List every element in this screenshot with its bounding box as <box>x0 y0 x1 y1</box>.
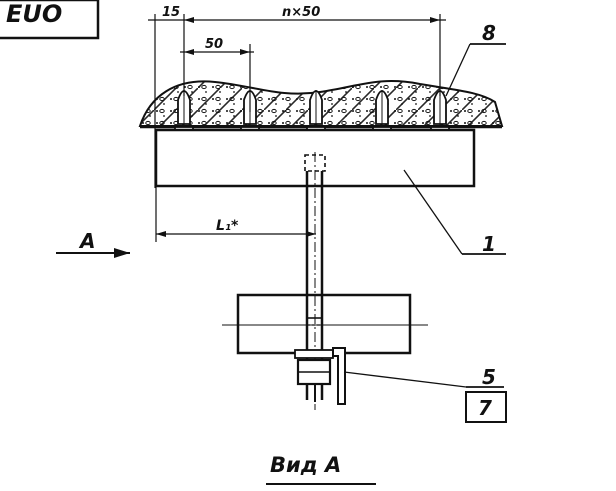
view-arrow <box>56 248 130 258</box>
stamp-text: EUO <box>6 0 62 28</box>
pipe-section <box>222 293 428 355</box>
view-caption: Вид А <box>270 453 341 477</box>
dim-length-label: L₁* <box>216 218 239 234</box>
dim-pitch-total-label: n×50 <box>282 5 320 20</box>
callout-item-5: 5 <box>482 365 496 389</box>
callout-item-1: 1 <box>482 232 496 256</box>
dim-edge-label: 15 <box>162 5 180 20</box>
callout-item-8: 8 <box>482 21 496 45</box>
callout-leaders <box>343 43 507 423</box>
title-stamp: EUO <box>0 0 100 40</box>
dim-pitch-label: 50 <box>205 37 223 52</box>
dimension-lines <box>148 14 446 242</box>
view-arrow-label: A <box>78 229 95 253</box>
nut-and-bracket <box>294 347 346 405</box>
callout-item-7: 7 <box>478 396 492 420</box>
